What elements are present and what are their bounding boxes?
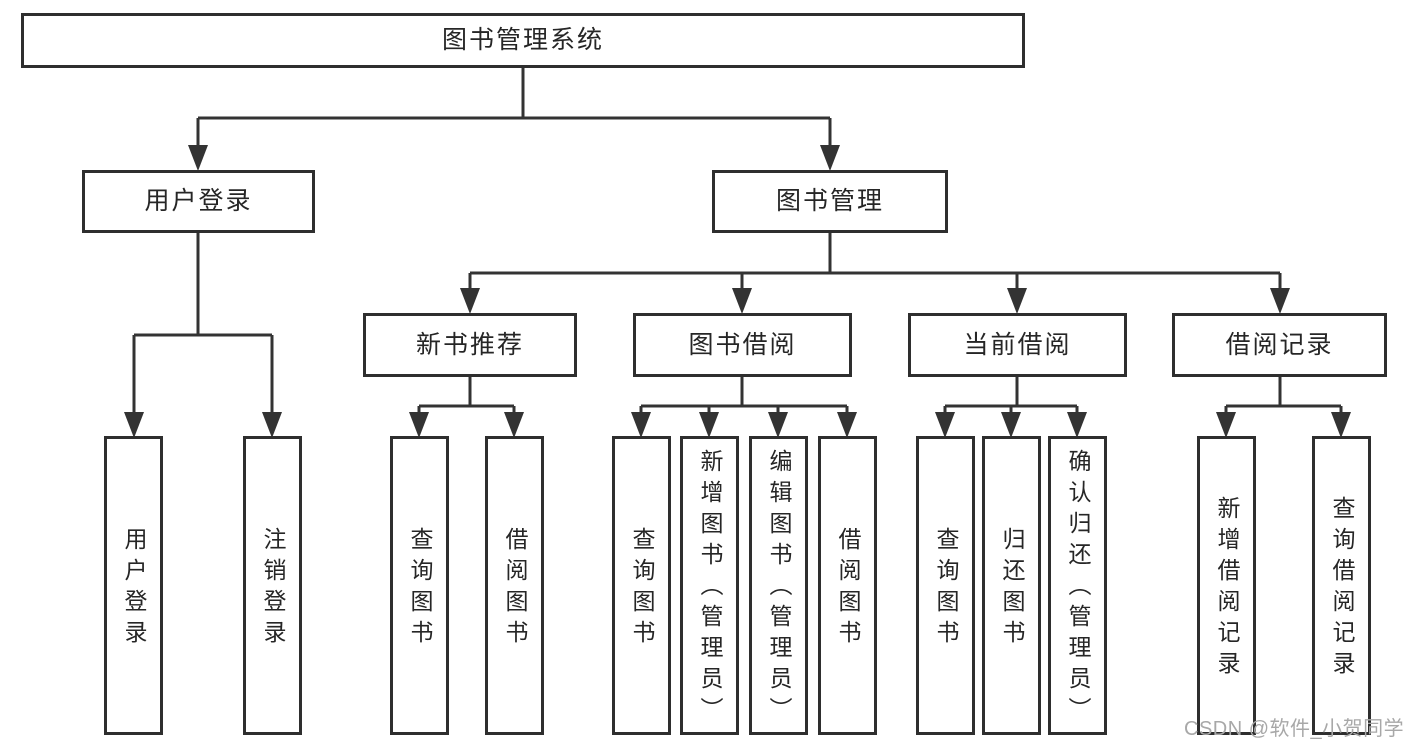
connector-bookmgmt-to-level3 xyxy=(468,231,1282,293)
leaf-user-login: 用户登录 xyxy=(104,436,163,735)
arrowhead xyxy=(124,412,144,438)
arrowhead xyxy=(262,412,282,438)
node-user-login: 用户登录 xyxy=(82,170,315,233)
leaf-edit-book-admin: 编辑图书（管理员） xyxy=(749,436,808,735)
arrowhead xyxy=(409,412,429,438)
node-book-management: 图书管理 xyxy=(712,170,948,233)
arrowhead xyxy=(1331,412,1351,438)
leaf-query-borrow-record: 查询借阅记录 xyxy=(1312,436,1371,735)
arrowhead xyxy=(188,145,208,171)
leaf-query-books-recommend: 查询图书 xyxy=(390,436,449,735)
arrowhead xyxy=(820,145,840,171)
arrowhead xyxy=(1270,288,1290,314)
node-root-library-system: 图书管理系统 xyxy=(21,13,1025,68)
leaf-borrow-books-recommend: 借阅图书 xyxy=(485,436,544,735)
leaf-query-books-current: 查询图书 xyxy=(916,436,975,735)
node-book-borrow: 图书借阅 xyxy=(633,313,852,377)
connector-currentborrow-to-leaves xyxy=(943,375,1079,417)
connector-bookborrow-to-leaves xyxy=(639,375,849,417)
leaf-logout: 注销登录 xyxy=(243,436,302,735)
node-borrow-records: 借阅记录 xyxy=(1172,313,1387,377)
arrowhead xyxy=(837,412,857,438)
leaf-add-borrow-record: 新增借阅记录 xyxy=(1197,436,1256,735)
arrowhead xyxy=(504,412,524,438)
arrowhead xyxy=(460,288,480,314)
arrowhead xyxy=(1216,412,1236,438)
arrowhead xyxy=(768,412,788,438)
arrowheads xyxy=(124,145,1351,438)
node-current-borrow: 当前借阅 xyxy=(908,313,1127,377)
arrowhead xyxy=(699,412,719,438)
connector-lines xyxy=(132,66,1343,417)
arrowhead xyxy=(1001,412,1021,438)
arrowhead xyxy=(1067,412,1087,438)
arrowhead xyxy=(935,412,955,438)
arrowhead xyxy=(631,412,651,438)
node-new-book-recommend: 新书推荐 xyxy=(363,313,577,377)
leaf-confirm-return-admin: 确认归还（管理员） xyxy=(1048,436,1107,735)
leaf-query-books-borrow: 查询图书 xyxy=(612,436,671,735)
connector-newbook-to-leaves xyxy=(417,375,516,417)
leaf-borrow-books: 借阅图书 xyxy=(818,436,877,735)
arrowhead xyxy=(1007,288,1027,314)
connector-records-to-leaves xyxy=(1224,375,1343,417)
connector-root-to-level2 xyxy=(196,66,832,150)
csdn-watermark: CSDN @软件_小贺同学 xyxy=(1184,718,1405,740)
leaf-add-book-admin: 新增图书（管理员） xyxy=(680,436,739,735)
arrowhead xyxy=(732,288,752,314)
connector-userlogin-to-leaves xyxy=(132,231,274,416)
leaf-return-book: 归还图书 xyxy=(982,436,1041,735)
